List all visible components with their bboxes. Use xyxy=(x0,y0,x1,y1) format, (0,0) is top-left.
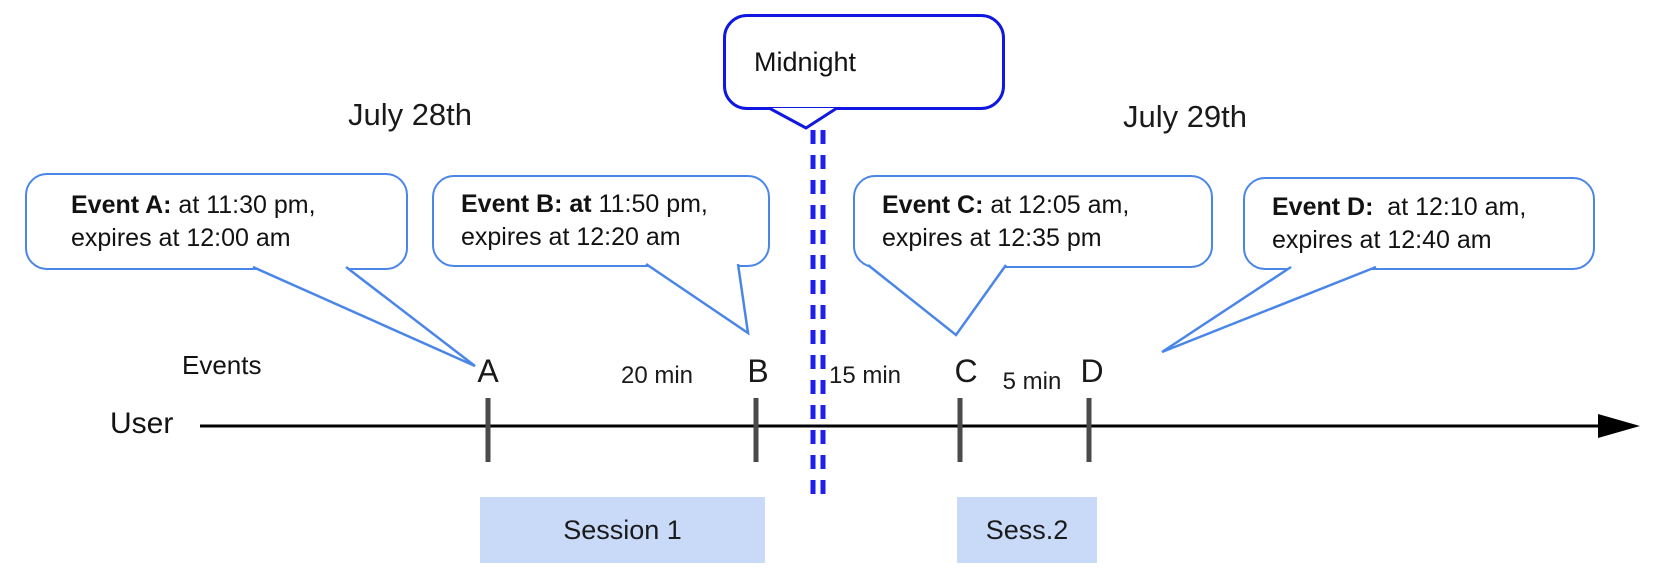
event-b-text: Event B: at 11:50 pm,expires at 12:20 am xyxy=(461,190,708,251)
event-b-callout-tail xyxy=(645,262,750,336)
midnight-callout: Midnight xyxy=(723,14,1005,110)
marker-label-a: A xyxy=(477,353,499,389)
event-d-callout: Event D: at 12:10 am,expires at 12:40 am xyxy=(1243,177,1595,270)
session-2-label: Sess.2 xyxy=(985,514,1069,545)
event-a-callout: Event A: at 11:30 pm,expires at 12:00 am xyxy=(25,173,408,270)
interval-label-5min: 5 min xyxy=(1002,368,1062,395)
session-1-box: Session 1 xyxy=(480,497,765,563)
event-c-callout-tail xyxy=(867,264,1008,337)
date-label-july-28: July 28th xyxy=(347,97,473,132)
events-axis-label: Events xyxy=(182,350,262,380)
interval-label-15min: 15 min xyxy=(828,362,902,389)
event-a-callout-tail xyxy=(252,265,476,368)
event-c-text: Event C: at 12:05 am,expires at 12:35 pm xyxy=(882,190,1130,252)
event-d-callout-tail xyxy=(1161,265,1377,354)
date-label-july-29: July 29th xyxy=(1122,99,1248,134)
marker-label-c: C xyxy=(954,353,978,389)
marker-label-b: B xyxy=(747,353,769,389)
user-axis-label: User xyxy=(110,407,174,440)
interval-label-20min: 20 min xyxy=(620,362,694,389)
event-c-callout: Event C: at 12:05 am,expires at 12:35 pm xyxy=(853,175,1213,268)
marker-label-d: D xyxy=(1080,353,1104,389)
session-1-label: Session 1 xyxy=(563,514,682,545)
midnight-label: Midnight xyxy=(754,46,857,77)
timeline-arrowhead-icon xyxy=(1598,414,1640,438)
session-2-box: Sess.2 xyxy=(957,497,1097,563)
event-a-text: Event A: at 11:30 pm,expires at 12:00 am xyxy=(71,190,316,252)
event-b-callout: Event B: at 11:50 pm,expires at 12:20 am xyxy=(432,175,770,267)
event-d-text: Event D: at 12:10 am,expires at 12:40 am xyxy=(1272,192,1527,254)
midnight-callout-tail xyxy=(768,106,838,130)
